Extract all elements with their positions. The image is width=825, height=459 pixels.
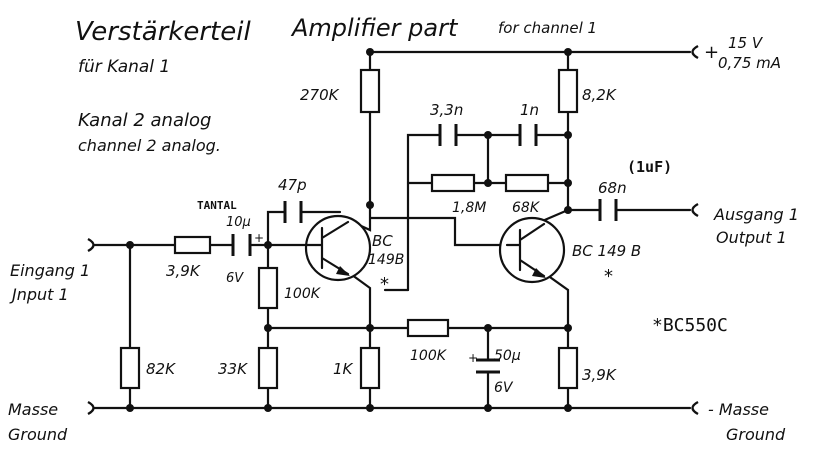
capacitor-1n <box>518 124 538 146</box>
resistor-1k <box>359 346 381 390</box>
titles: Verstärkerteil Amplifier part for channe… <box>75 14 597 155</box>
ground-right-en: Ground <box>726 425 786 444</box>
label-33k: 33K <box>218 360 248 378</box>
label-t2-star: * <box>604 266 613 287</box>
label-1uf: (1uF) <box>627 158 672 176</box>
resistor-68k <box>504 173 550 193</box>
label-10u-voltage: 6V <box>226 271 244 286</box>
component-labels: 270K 8,2K 3,3n 1n 47p TANTAL 10µ 6V + 3,… <box>146 86 728 396</box>
label-replacement: *BC550C <box>652 315 728 336</box>
transistor-t2 <box>498 216 566 284</box>
capacitor-3n3 <box>438 124 458 146</box>
label-50u-plus: + <box>468 351 478 365</box>
resistor-82k <box>119 346 141 390</box>
capacitors <box>231 124 618 374</box>
title-de: Verstärkerteil <box>75 17 251 47</box>
label-1k: 1K <box>333 360 354 378</box>
label-10u: 10µ <box>226 215 251 230</box>
wires <box>93 50 692 410</box>
label-50u: 50µ <box>494 348 521 364</box>
label-t1-star: * <box>380 274 389 295</box>
label-68k: 68K <box>512 200 541 216</box>
label-8k2: 8,2K <box>582 86 617 104</box>
title-en: Amplifier part <box>290 14 459 42</box>
supply-plus: + <box>704 42 719 63</box>
label-47p: 47p <box>278 176 307 194</box>
label-3k9-out: 3,9K <box>582 366 617 384</box>
input-terminal <box>87 237 95 253</box>
channel2-en: channel 2 analog. <box>78 136 221 155</box>
title-de-sub: für Kanal 1 <box>78 57 170 77</box>
output-terminal <box>691 202 699 218</box>
label-50u-voltage: 6V <box>494 380 514 396</box>
ground-right-de: - Masse <box>708 400 769 419</box>
ground-left-de: Masse <box>8 400 58 419</box>
label-100k-fb: 100K <box>410 348 448 364</box>
resistor-270k <box>359 68 381 114</box>
label-3n3: 3,3n <box>430 101 463 119</box>
wire-47p <box>266 210 342 247</box>
output-label-de: Ausgang 1 <box>713 205 799 224</box>
resistor-1m8 <box>430 173 476 193</box>
supply-terminal <box>691 44 699 60</box>
terminal-labels: Eingang 1 Jnput 1 Masse Ground Ausgang 1… <box>8 205 799 444</box>
label-1m8: 1,8M <box>452 200 486 216</box>
label-t1-b: 149B <box>368 252 404 268</box>
label-68n: 68n <box>598 179 627 197</box>
capacitor-68n <box>598 199 618 221</box>
label-1n: 1n <box>520 101 539 119</box>
terminals <box>87 44 699 416</box>
input-label-de: Eingang 1 <box>10 261 90 280</box>
capacitor-47p <box>283 201 303 223</box>
capacitor-50u <box>476 358 500 374</box>
title-for: for channel 1 <box>498 19 597 37</box>
resistor-100k-fb <box>406 318 450 338</box>
label-82k: 82K <box>146 360 176 378</box>
transistor-t1 <box>304 214 372 282</box>
junctions <box>126 48 572 412</box>
resistor-33k <box>257 346 279 390</box>
label-10u-plus: + <box>254 231 264 245</box>
resistor-3k9-out <box>557 346 579 390</box>
channel2-de: Kanal 2 analog <box>78 110 211 131</box>
ground-terminal-right <box>691 400 699 416</box>
output-label-en: Output 1 <box>716 228 787 247</box>
input-label-en: Jnput 1 <box>9 285 69 304</box>
resistor-3k9-in <box>173 235 212 255</box>
capacitor-10u <box>231 234 252 256</box>
label-3k9-in: 3,9K <box>166 262 201 280</box>
label-tantal: TANTAL <box>197 199 237 212</box>
ground-terminal-left <box>87 400 95 416</box>
supply-labels: + 15 V 0,75 mA <box>704 34 781 72</box>
supply-current: 0,75 mA <box>718 54 781 72</box>
ground-left-en: Ground <box>8 425 68 444</box>
label-t1-a: BC <box>372 232 393 250</box>
supply-voltage: 15 V <box>728 34 764 52</box>
label-100k-bias: 100K <box>284 286 322 302</box>
label-270k: 270K <box>300 86 340 104</box>
resistor-8k2 <box>557 68 579 114</box>
resistor-100k-bias <box>257 266 279 310</box>
label-t2: BC 149 B <box>572 242 641 260</box>
resistors <box>119 68 579 390</box>
